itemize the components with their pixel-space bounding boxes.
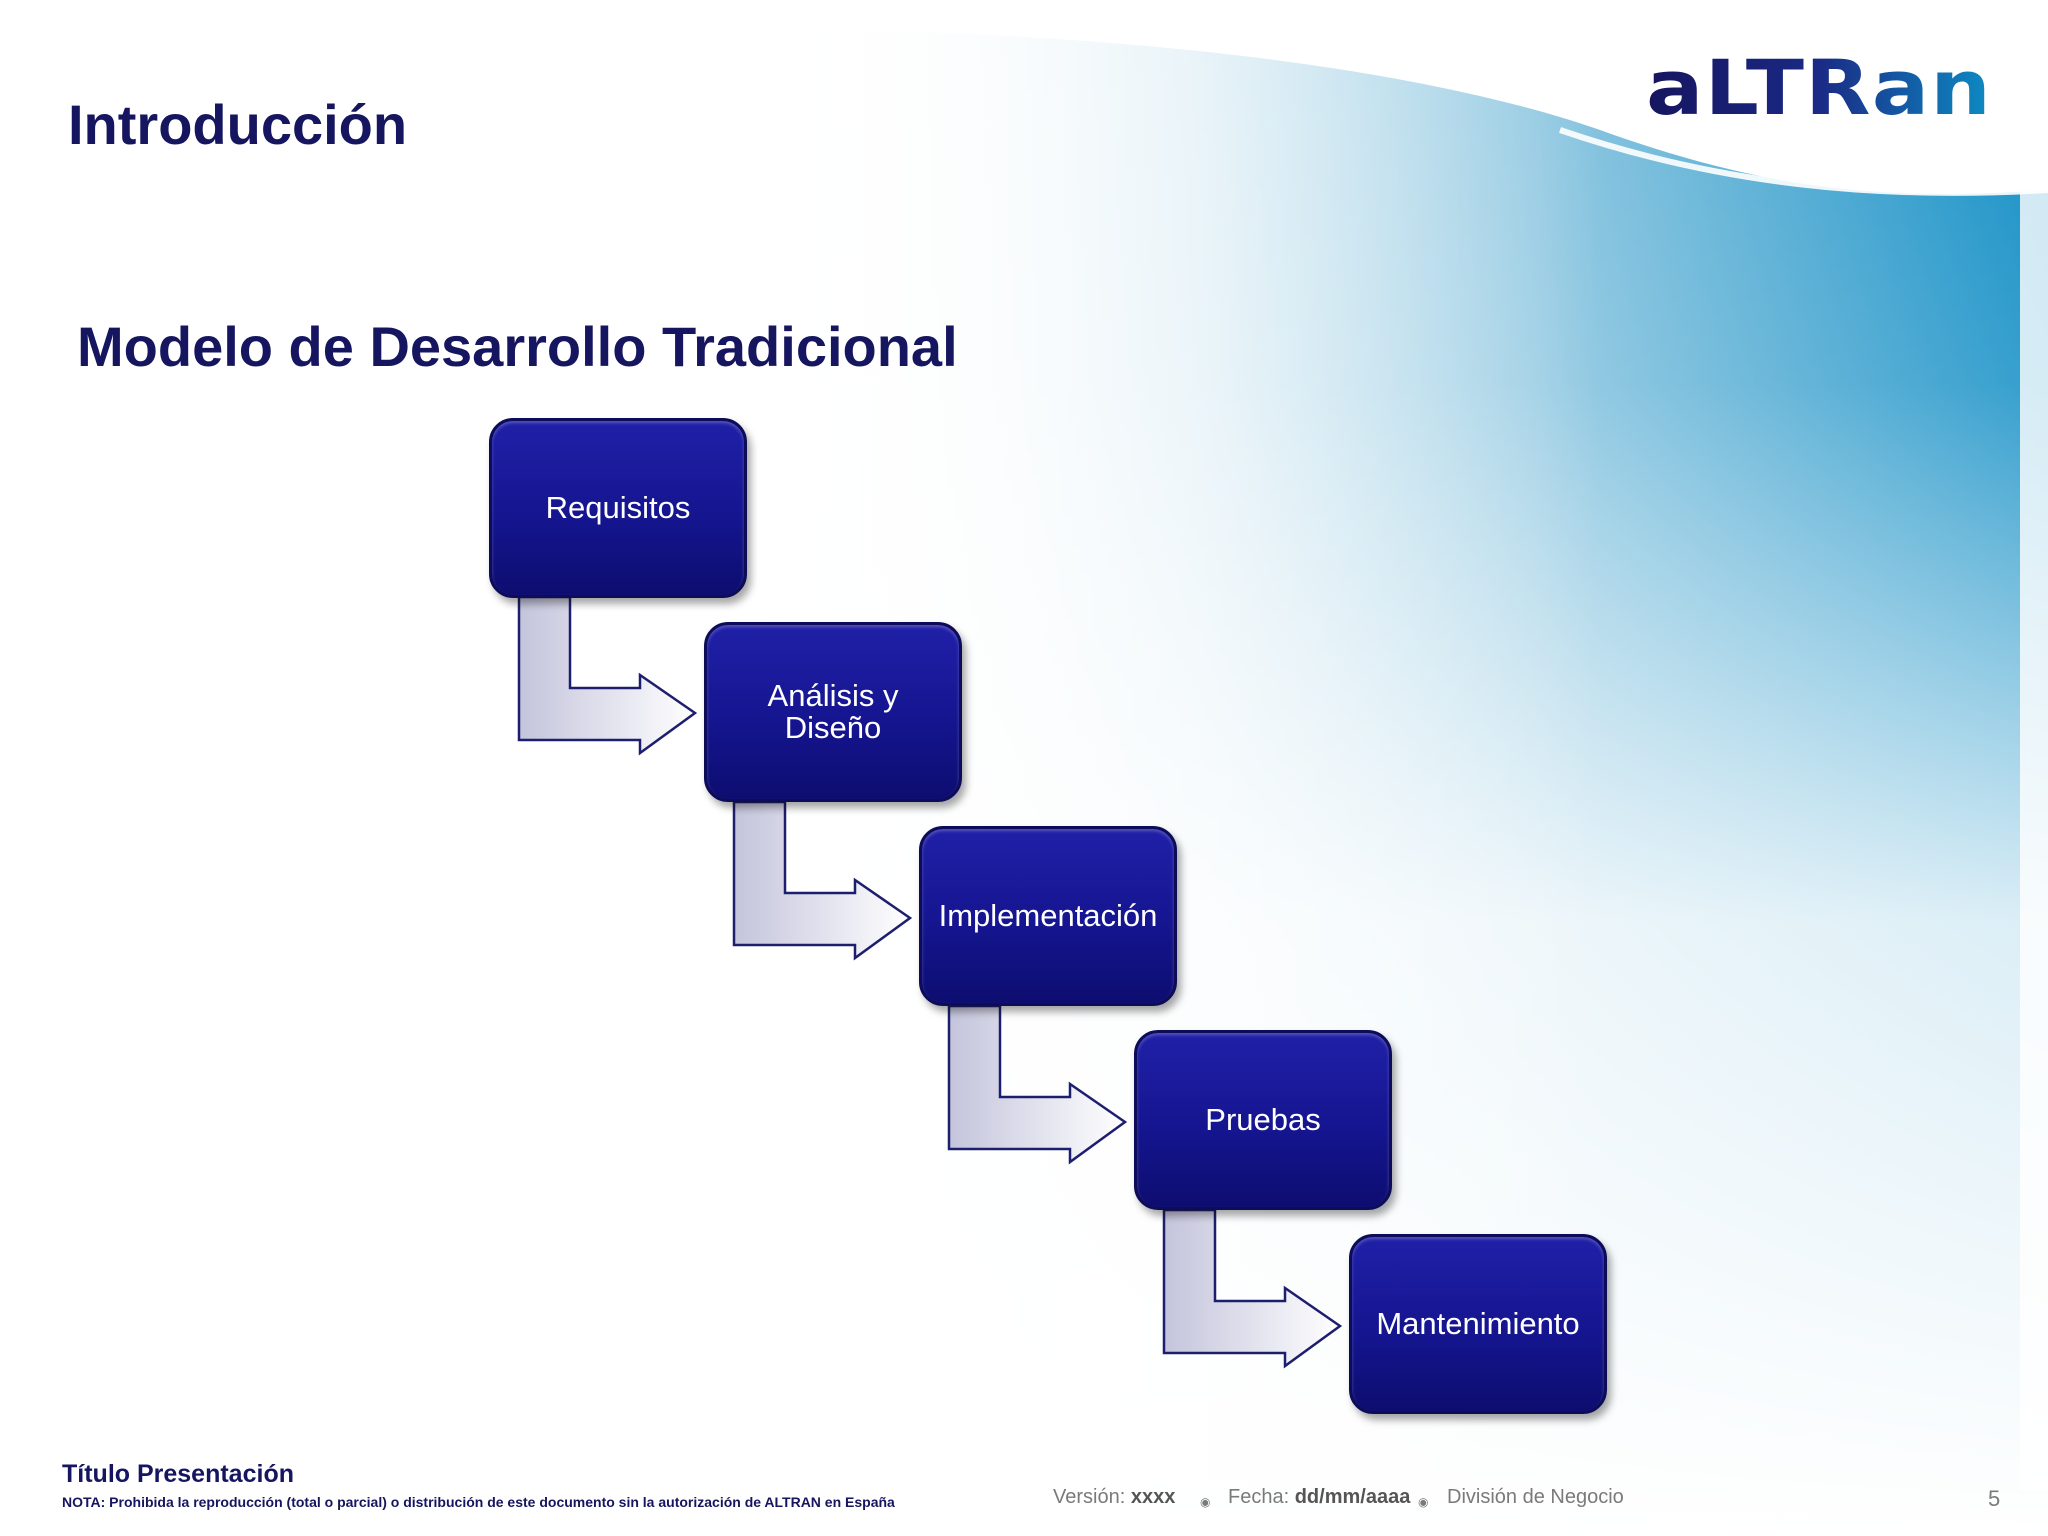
section-subtitle: Modelo de Desarrollo Tradicional <box>77 315 958 378</box>
footer-presentation-title: Título Presentación <box>62 1460 294 1488</box>
flow-arrow <box>1162 1208 1343 1369</box>
step-label: Mantenimiento <box>1376 1306 1580 1341</box>
step-implementacion: Implementación <box>919 826 1177 1006</box>
date-label: Fecha: <box>1228 1486 1290 1508</box>
step-label: Pruebas <box>1205 1102 1321 1137</box>
step-label: Implementación <box>938 898 1158 933</box>
step-analisis-diseno: Análisis y Diseño <box>704 622 962 802</box>
separator-dot-icon: ◉ <box>1200 1495 1211 1509</box>
footer-division: División de Negocio <box>1447 1486 1624 1508</box>
flow-arrow <box>947 1004 1128 1165</box>
footer-legal-note: NOTA: Prohibida la reproducción (total o… <box>62 1494 895 1510</box>
page-number: 5 <box>1988 1486 2001 1511</box>
version-value: xxxx <box>1130 1486 1176 1508</box>
footer-date: Fecha: dd/mm/aaaa <box>1228 1486 1410 1509</box>
logo-wordmark: aLTRan <box>1646 48 1992 120</box>
version-label: Versión: <box>1053 1486 1126 1508</box>
altran-logo: aLTRan <box>1646 43 1996 132</box>
footer-version: Versión: xxxx <box>1053 1486 1175 1509</box>
page-title: Introducción <box>68 93 408 156</box>
step-label: Requisitos <box>545 490 691 525</box>
flow-arrow <box>517 595 698 756</box>
flow-arrow <box>732 800 913 961</box>
step-mantenimiento: Mantenimiento <box>1349 1234 1607 1414</box>
step-pruebas: Pruebas <box>1134 1030 1392 1210</box>
date-value: dd/mm/aaaa <box>1294 1486 1411 1508</box>
separator-dot-icon: ◉ <box>1418 1495 1429 1509</box>
step-requisitos: Requisitos <box>489 418 747 598</box>
step-label: Análisis y Diseño <box>767 678 899 745</box>
